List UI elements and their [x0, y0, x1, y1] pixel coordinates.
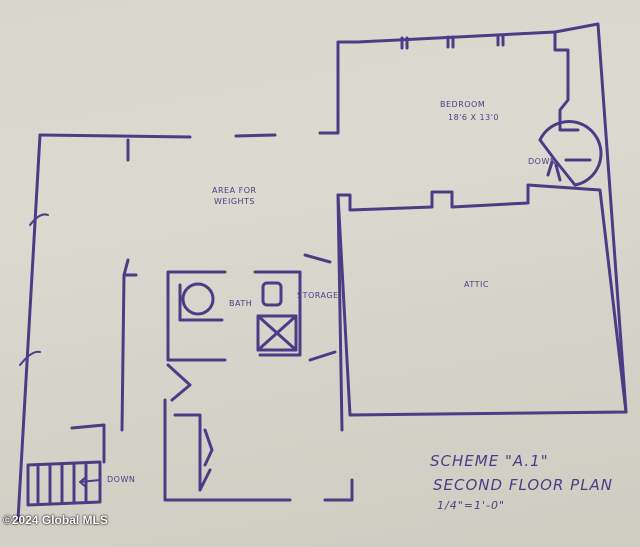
lower-stair-down-label: Down — [107, 475, 136, 484]
bath-label: Bath — [229, 299, 253, 308]
left-window-2 — [19, 350, 41, 366]
window-mark — [400, 33, 505, 50]
area-label-line2: Weights — [214, 197, 256, 206]
left-window-1 — [29, 213, 49, 226]
title-plan: Second Floor Plan — [433, 476, 614, 494]
bedroom-closet — [553, 30, 580, 132]
toilet — [261, 281, 283, 307]
lower-stair — [26, 423, 106, 507]
shower — [256, 314, 298, 352]
bath-tub — [181, 282, 215, 316]
title-scheme: Scheme "A.1" — [430, 452, 549, 470]
storage-label: Storage — [297, 291, 339, 300]
area-label-line1: Area for — [212, 186, 257, 195]
attic-label: Attic — [464, 280, 489, 289]
bedroom-label: Bedroom — [440, 100, 486, 109]
lower-stair-arrow — [79, 476, 101, 488]
shower-x — [256, 314, 298, 352]
spiral-stair — [538, 120, 603, 187]
door-swing — [166, 363, 214, 492]
right-partition — [303, 193, 344, 432]
bath-walls — [166, 270, 302, 362]
upper-stair-down-label: Down — [528, 157, 557, 166]
attic-wall — [336, 183, 628, 417]
bedroom-top-wall — [356, 22, 628, 414]
bedroom-dimensions: 18'6 x 13'0 — [448, 113, 500, 122]
title-scale: 1/4"=1'-0" — [437, 499, 506, 512]
interior-wall-left — [120, 138, 138, 432]
upper-wall — [38, 40, 360, 139]
lower-walls — [163, 398, 354, 502]
left-outer-wall — [16, 133, 42, 522]
watermark: ©2024 Global MLS — [3, 513, 108, 527]
